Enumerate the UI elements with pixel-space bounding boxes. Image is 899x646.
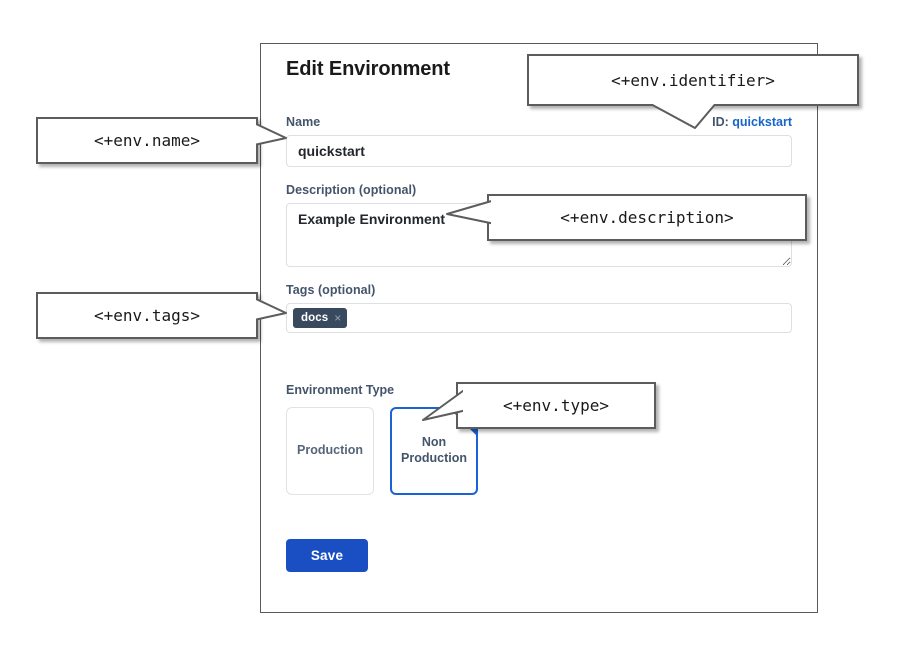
tag-chip-label: docs: [301, 312, 329, 324]
page-title: Edit Environment: [286, 58, 450, 80]
callout-env-name-text: <+env.name>: [94, 131, 200, 150]
tag-remove-icon[interactable]: ×: [334, 311, 342, 325]
non-production-line-2: Production: [401, 451, 467, 465]
callout-env-tags-text: <+env.tags>: [94, 306, 200, 325]
name-input[interactable]: [286, 135, 792, 167]
environment-type-card-non-production-label: Non Production: [401, 435, 467, 466]
name-field-block: Name ID: quickstart: [286, 115, 792, 167]
tags-field-block: Tags (optional) docs ×: [286, 283, 792, 333]
environment-id: ID: quickstart: [712, 115, 792, 129]
callout-env-identifier-tail: [645, 100, 721, 129]
callout-env-type-tail: [422, 386, 472, 421]
tags-label: Tags (optional): [286, 283, 376, 297]
callout-env-tags: <+env.tags>: [36, 292, 258, 339]
callout-env-type: <+env.type>: [456, 382, 656, 429]
tags-input[interactable]: docs ×: [286, 303, 792, 333]
callout-env-tags-tail: [252, 296, 287, 322]
callout-env-identifier: <+env.identifier>: [527, 54, 859, 106]
tags-field-header: Tags (optional): [286, 283, 792, 297]
callout-env-name: <+env.name>: [36, 117, 258, 164]
id-value-link[interactable]: quickstart: [732, 115, 792, 129]
environment-type-card-production-label: Production: [297, 443, 363, 458]
callout-env-description: <+env.description>: [487, 194, 807, 241]
callout-env-identifier-text: <+env.identifier>: [611, 70, 775, 90]
name-field-header: Name ID: quickstart: [286, 115, 792, 129]
save-button[interactable]: Save: [286, 539, 368, 572]
id-prefix-label: ID:: [712, 115, 729, 129]
callout-env-description-tail: [446, 198, 499, 226]
callout-env-type-text: <+env.type>: [503, 396, 609, 415]
callout-env-name-tail: [252, 121, 287, 147]
description-field-header: Description (optional): [286, 183, 792, 197]
callout-env-description-text: <+env.description>: [560, 208, 734, 227]
environment-type-card-production[interactable]: Production: [286, 407, 374, 495]
name-label: Name: [286, 115, 321, 129]
environment-type-label: Environment Type: [286, 383, 395, 397]
panel-content: Edit Environment Name ID: quickstart Des…: [286, 58, 792, 572]
non-production-line-1: Non: [421, 435, 447, 450]
tag-chip-docs[interactable]: docs ×: [293, 308, 348, 328]
description-label: Description (optional): [286, 183, 417, 197]
